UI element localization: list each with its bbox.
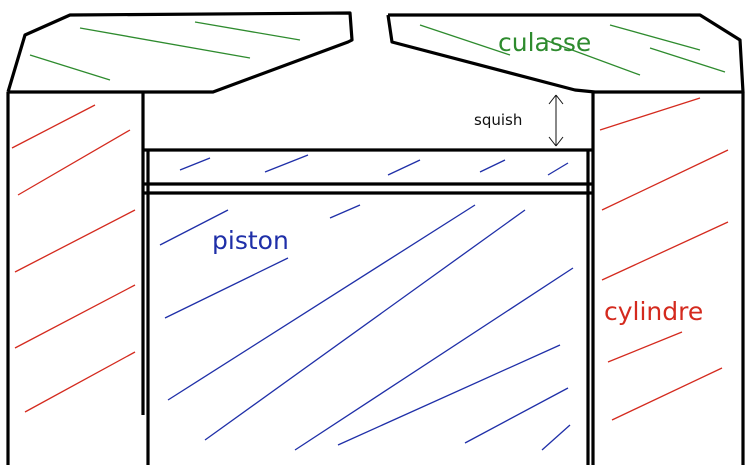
culasse-hatching xyxy=(29,21,726,81)
piston-label: piston xyxy=(212,226,289,255)
outline-strokes xyxy=(6,11,745,465)
cylindre-hatching xyxy=(11,97,729,421)
squish-label: squish xyxy=(474,111,523,129)
culasse-label: culasse xyxy=(498,28,592,57)
piston-hatching xyxy=(159,154,574,451)
cylindre-label: cylindre xyxy=(604,297,704,326)
culasse-left-outline xyxy=(6,11,354,94)
culasse-right-outline xyxy=(386,13,745,94)
squish-dimension-arrow xyxy=(548,94,564,147)
